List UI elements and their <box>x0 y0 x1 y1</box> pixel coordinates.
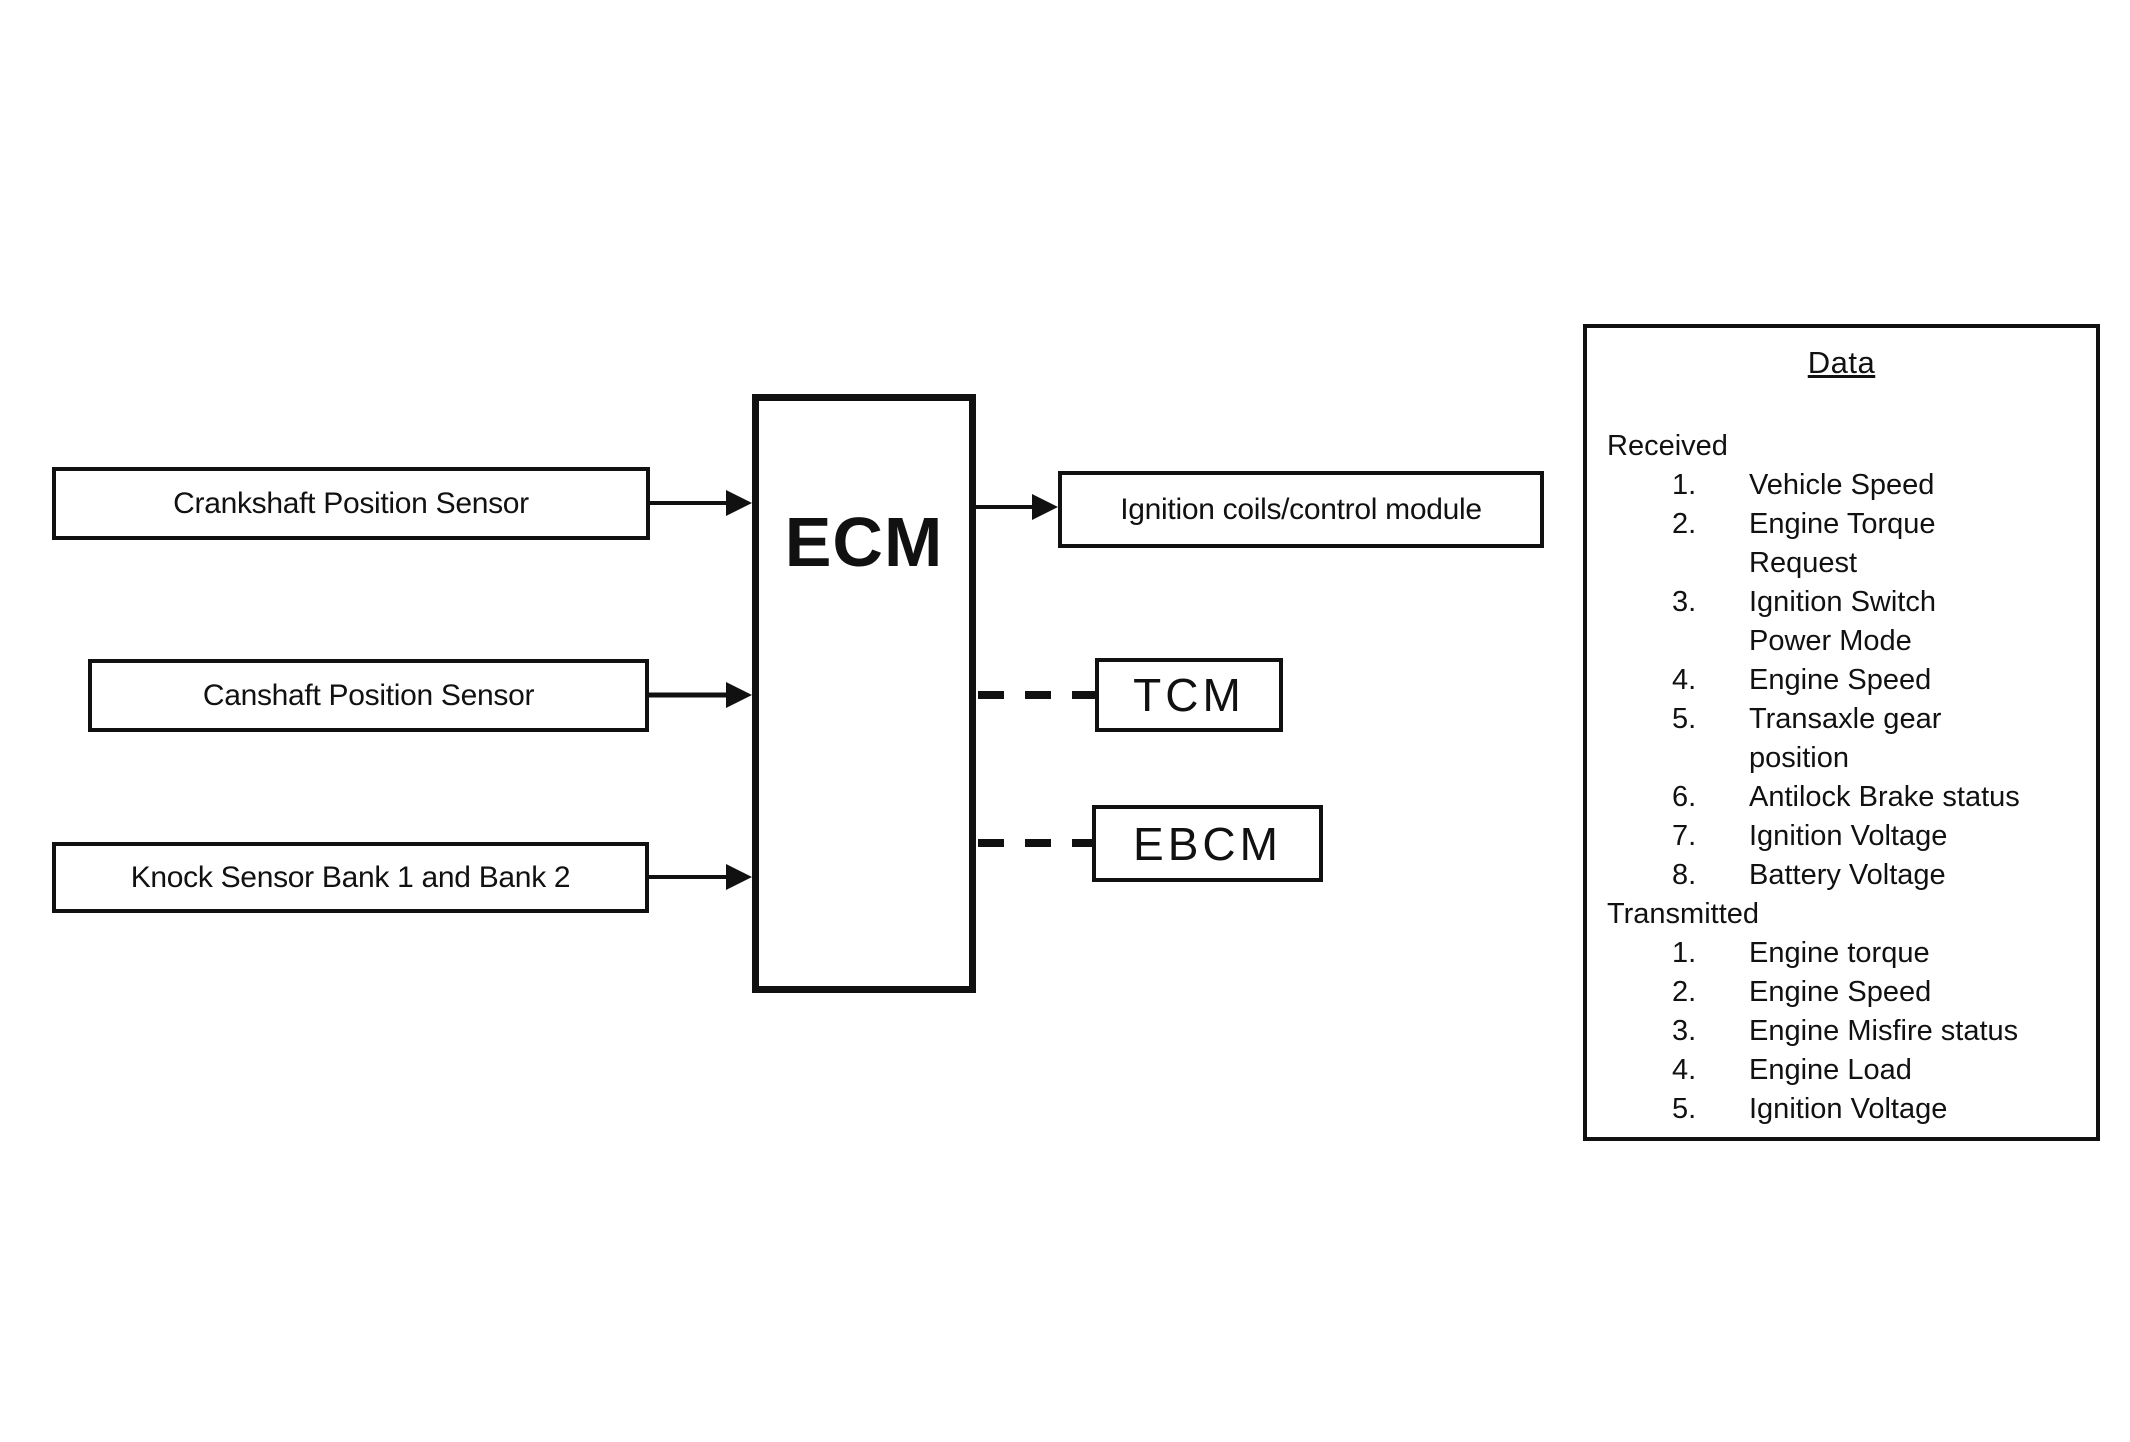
item-text: Ignition Voltage <box>1749 820 1948 852</box>
crankshaft-position-sensor-box: Crankshaft Position Sensor <box>52 467 650 540</box>
arrowhead-canshaft-to-ecm <box>726 682 752 708</box>
ecm-label: ECM <box>784 503 944 581</box>
received-item: 6. Antilock Brake status <box>1587 778 2096 817</box>
transmitted-item: 4. Engine Load <box>1587 1051 2096 1090</box>
received-item: 8. Battery Voltage <box>1587 856 2096 895</box>
ecm-box: ECM <box>752 394 976 993</box>
ebcm-label: EBCM <box>1133 817 1282 870</box>
item-text: Engine Speed <box>1749 976 1932 1008</box>
arrowhead-crankshaft-to-ecm <box>726 490 752 516</box>
transmitted-item: 1. Engine torque <box>1587 934 2096 973</box>
tcm-label: TCM <box>1133 669 1245 721</box>
item-text: Antilock Brake status <box>1749 781 2020 813</box>
item-text: Ignition Voltage <box>1749 1093 1948 1125</box>
data-panel-title: Data <box>1807 345 1876 380</box>
data-panel-body: Received 1. Vehicle Speed 2. Engine Torq… <box>1587 427 2096 1129</box>
item-number: 7. <box>1672 820 1697 852</box>
item-number: 1. <box>1672 937 1697 969</box>
received-item: 7. Ignition Voltage <box>1587 817 2096 856</box>
knock-sensor-label: Knock Sensor Bank 1 and Bank 2 <box>130 860 571 894</box>
received-item: 1. Vehicle Speed <box>1587 466 2096 505</box>
item-number: 3. <box>1672 1015 1697 1047</box>
crankshaft-position-sensor-label: Crankshaft Position Sensor <box>173 486 529 520</box>
item-text: Engine Misfire status <box>1749 1015 2019 1047</box>
item-text: Engine Load <box>1749 1054 1912 1086</box>
received-heading: Received <box>1607 430 1728 462</box>
received-item: 3. Ignition Switch Power Mode <box>1587 583 2096 661</box>
item-text: Engine Torque Request <box>1749 508 1936 579</box>
item-number: 1. <box>1672 469 1697 501</box>
transmitted-heading: Transmitted <box>1607 898 1760 930</box>
transmitted-item: 5. Ignition Voltage <box>1587 1090 2096 1129</box>
item-text: Transaxle gear position <box>1749 703 1942 774</box>
item-text: Vehicle Speed <box>1749 469 1935 501</box>
arrowhead-knock-to-ecm <box>726 864 752 890</box>
item-text: Battery Voltage <box>1749 859 1946 891</box>
data-panel: Data Received 1. Vehicle Speed 2. Engine… <box>1583 324 2100 1141</box>
item-text: Engine Speed <box>1749 664 1932 696</box>
transmitted-item: 2. Engine Speed <box>1587 973 2096 1012</box>
received-item: 2. Engine Torque Request <box>1587 505 2096 583</box>
knock-sensor-box: Knock Sensor Bank 1 and Bank 2 <box>52 842 649 913</box>
received-item: 5. Transaxle gear position <box>1587 700 2096 778</box>
item-number: 8. <box>1672 859 1697 891</box>
ignition-coils-control-module-label: Ignition coils/control module <box>1120 492 1482 526</box>
item-number: 2. <box>1672 508 1697 540</box>
canshaft-position-sensor-label: Canshaft Position Sensor <box>202 678 535 712</box>
ignition-coils-control-module-box: Ignition coils/control module <box>1058 471 1544 548</box>
transmitted-item: 3. Engine Misfire status <box>1587 1012 2096 1051</box>
canshaft-position-sensor-box: Canshaft Position Sensor <box>88 659 649 732</box>
item-number: 3. <box>1672 586 1697 618</box>
item-text: Engine torque <box>1749 937 1930 969</box>
item-text: Ignition Switch Power Mode <box>1749 586 1936 657</box>
item-number: 5. <box>1672 1093 1697 1125</box>
ebcm-box: EBCM <box>1092 805 1323 882</box>
item-number: 2. <box>1672 976 1697 1008</box>
arrowhead-ecm-to-ignition-coils <box>1032 494 1058 520</box>
item-number: 4. <box>1672 664 1697 696</box>
item-number: 6. <box>1672 781 1697 813</box>
tcm-box: TCM <box>1095 658 1283 732</box>
item-number: 5. <box>1672 703 1697 735</box>
received-item: 4. Engine Speed <box>1587 661 2096 700</box>
item-number: 4. <box>1672 1054 1697 1086</box>
